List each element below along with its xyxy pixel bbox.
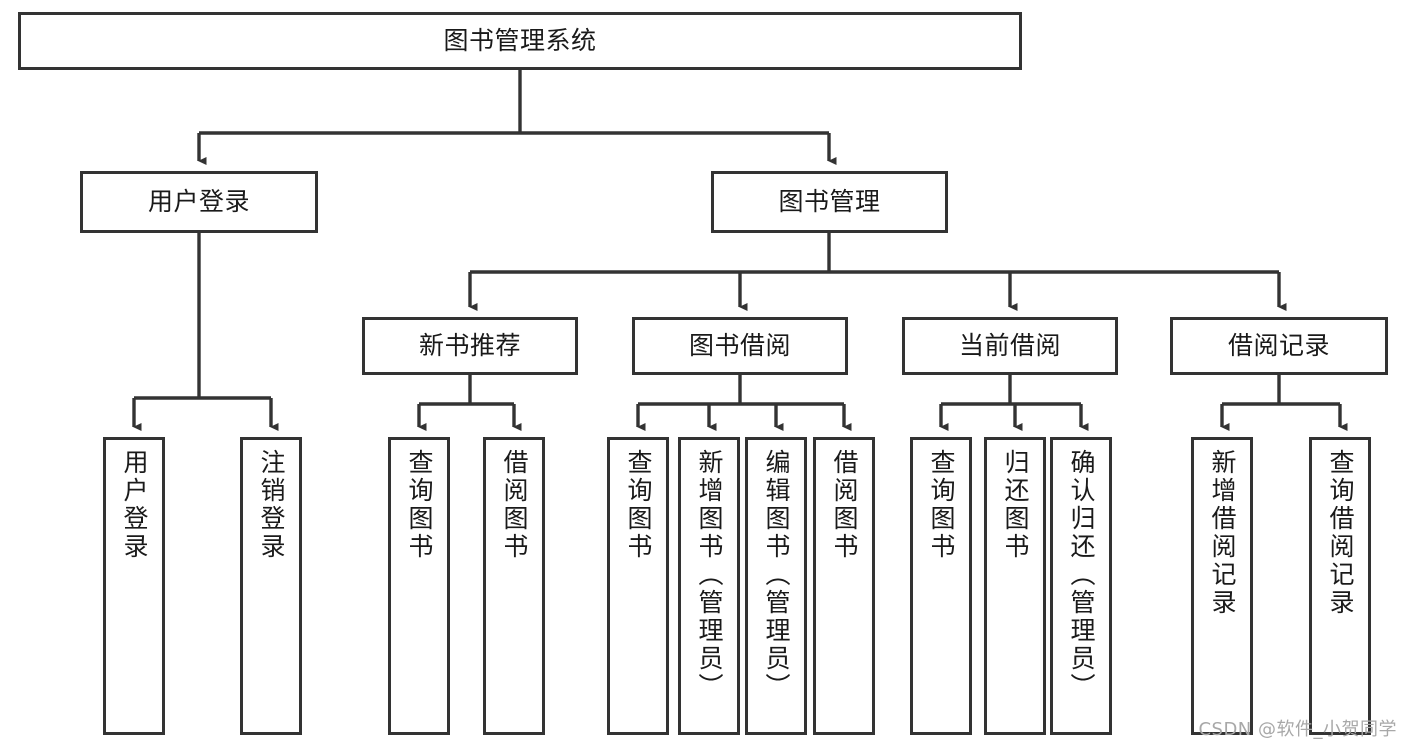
node-label: 当前借阅 [958, 331, 1061, 360]
node-label: 新书推荐 [418, 331, 521, 360]
node-leaf-return[interactable]: 归还图书 [984, 437, 1046, 735]
node-leaf-query-rec[interactable]: 查询借阅记录 [1309, 437, 1371, 735]
watermark-text: CSDN @软件_小贺同学 [1198, 719, 1397, 740]
node-label: 查询借阅记录 [1326, 449, 1355, 617]
node-book-borrow[interactable]: 图书借阅 [632, 317, 848, 375]
node-label: 编辑图书（管理员） [762, 449, 791, 701]
node-label: 图书借阅 [688, 331, 791, 360]
node-root[interactable]: 图书管理系统 [18, 12, 1022, 70]
node-label: 查询图书 [405, 449, 434, 561]
node-leaf-confirm[interactable]: 确认归还（管理员） [1050, 437, 1112, 735]
node-label: 用户登录 [120, 449, 149, 561]
node-label: 图书管理系统 [443, 26, 597, 55]
node-label: 用户登录 [147, 187, 250, 216]
node-new-book-rec[interactable]: 新书推荐 [362, 317, 578, 375]
node-borrow-record[interactable]: 借阅记录 [1170, 317, 1388, 375]
node-leaf-query-3[interactable]: 查询图书 [910, 437, 972, 735]
node-label: 归还图书 [1001, 449, 1030, 561]
node-leaf-add-rec[interactable]: 新增借阅记录 [1191, 437, 1253, 735]
node-leaf-logout[interactable]: 注销登录 [240, 437, 302, 735]
node-leaf-query-1[interactable]: 查询图书 [388, 437, 450, 735]
node-label: 注销登录 [257, 449, 286, 561]
node-leaf-borrow-1[interactable]: 借阅图书 [483, 437, 545, 735]
node-label: 确认归还（管理员） [1067, 449, 1096, 701]
node-label: 图书管理 [778, 187, 881, 216]
node-current-borrow[interactable]: 当前借阅 [902, 317, 1118, 375]
node-label: 借阅图书 [500, 449, 529, 561]
node-label: 借阅图书 [830, 449, 859, 561]
node-leaf-add-book[interactable]: 新增图书（管理员） [678, 437, 740, 735]
node-label: 查询图书 [624, 449, 653, 561]
node-leaf-borrow-2[interactable]: 借阅图书 [813, 437, 875, 735]
node-book-manage[interactable]: 图书管理 [711, 171, 948, 233]
node-label: 查询图书 [927, 449, 956, 561]
node-label: 新增图书（管理员） [695, 449, 724, 701]
node-leaf-edit-book[interactable]: 编辑图书（管理员） [745, 437, 807, 735]
node-user-login[interactable]: 用户登录 [80, 171, 318, 233]
node-label: 新增借阅记录 [1208, 449, 1237, 617]
node-label: 借阅记录 [1227, 331, 1330, 360]
node-leaf-user-login[interactable]: 用户登录 [103, 437, 165, 735]
node-leaf-query-2[interactable]: 查询图书 [607, 437, 669, 735]
